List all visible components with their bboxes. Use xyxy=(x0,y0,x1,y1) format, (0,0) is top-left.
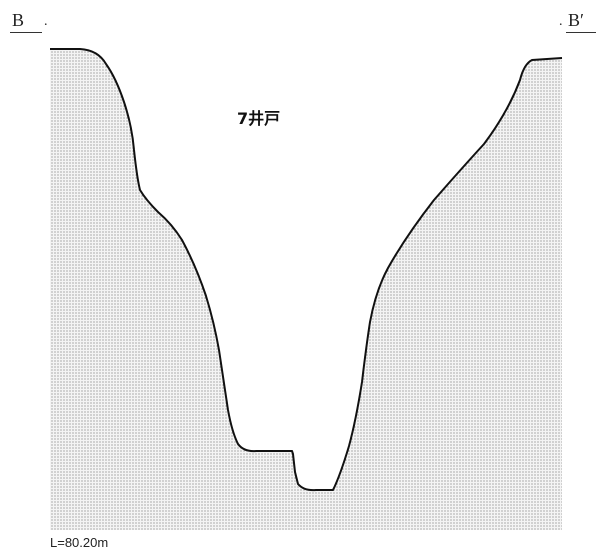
soil-body xyxy=(50,49,562,530)
section-end-label: B′ xyxy=(568,10,584,30)
section-start-marker: . xyxy=(44,14,48,29)
ground-profile-line xyxy=(50,48,563,492)
section-end-underline xyxy=(566,32,596,33)
section-start-label: B xyxy=(12,10,26,30)
section-end-marker: . xyxy=(559,14,563,29)
section-start-underline xyxy=(10,32,42,33)
section-length-label: L=80.20m xyxy=(50,535,109,550)
well-name-label: 7井戸 xyxy=(237,109,281,128)
